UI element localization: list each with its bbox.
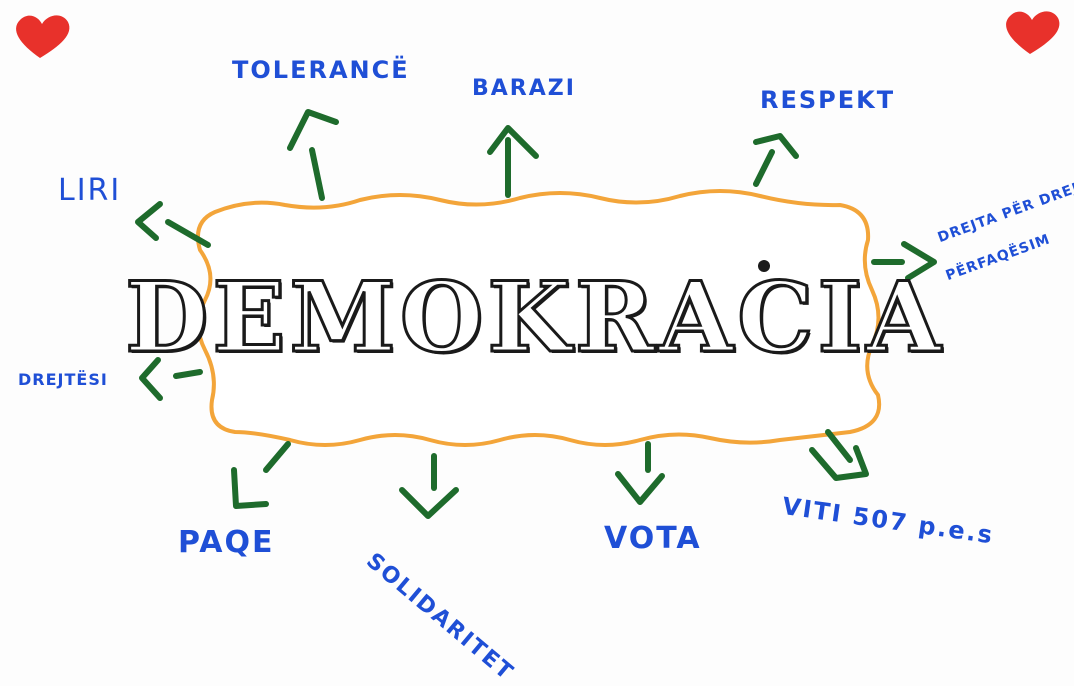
arrow-drejta [871, 241, 937, 281]
arrow-tolerance [287, 109, 339, 201]
title-dot [758, 260, 770, 272]
arrow-paqe [231, 441, 291, 509]
label-respekt: RESPEKT [760, 86, 896, 114]
label-vota: VOTA [604, 521, 702, 556]
label-tolerance: TOLERANCË [232, 56, 410, 84]
central-concept-title: DEMOKRACIA [124, 259, 945, 375]
arrow-vota [615, 441, 665, 505]
arrow-liri [135, 201, 211, 248]
label-barazi: BARAZI [472, 76, 576, 101]
arrow-drejtesi [139, 357, 203, 401]
heart-icon [1006, 11, 1060, 55]
arrow-barazi [487, 125, 539, 198]
heart-icon [16, 15, 70, 59]
arrow-solidaritet [399, 453, 459, 519]
arrow-respekt [753, 133, 799, 187]
cloud-outline [195, 189, 882, 447]
label-drejtesi: DREJTËSI [18, 370, 108, 389]
arrow-viti [809, 429, 869, 481]
label-liri: LIRI [58, 173, 122, 208]
mind-map-canvas [16, 11, 1060, 519]
label-paqe: PAQE [178, 525, 275, 560]
